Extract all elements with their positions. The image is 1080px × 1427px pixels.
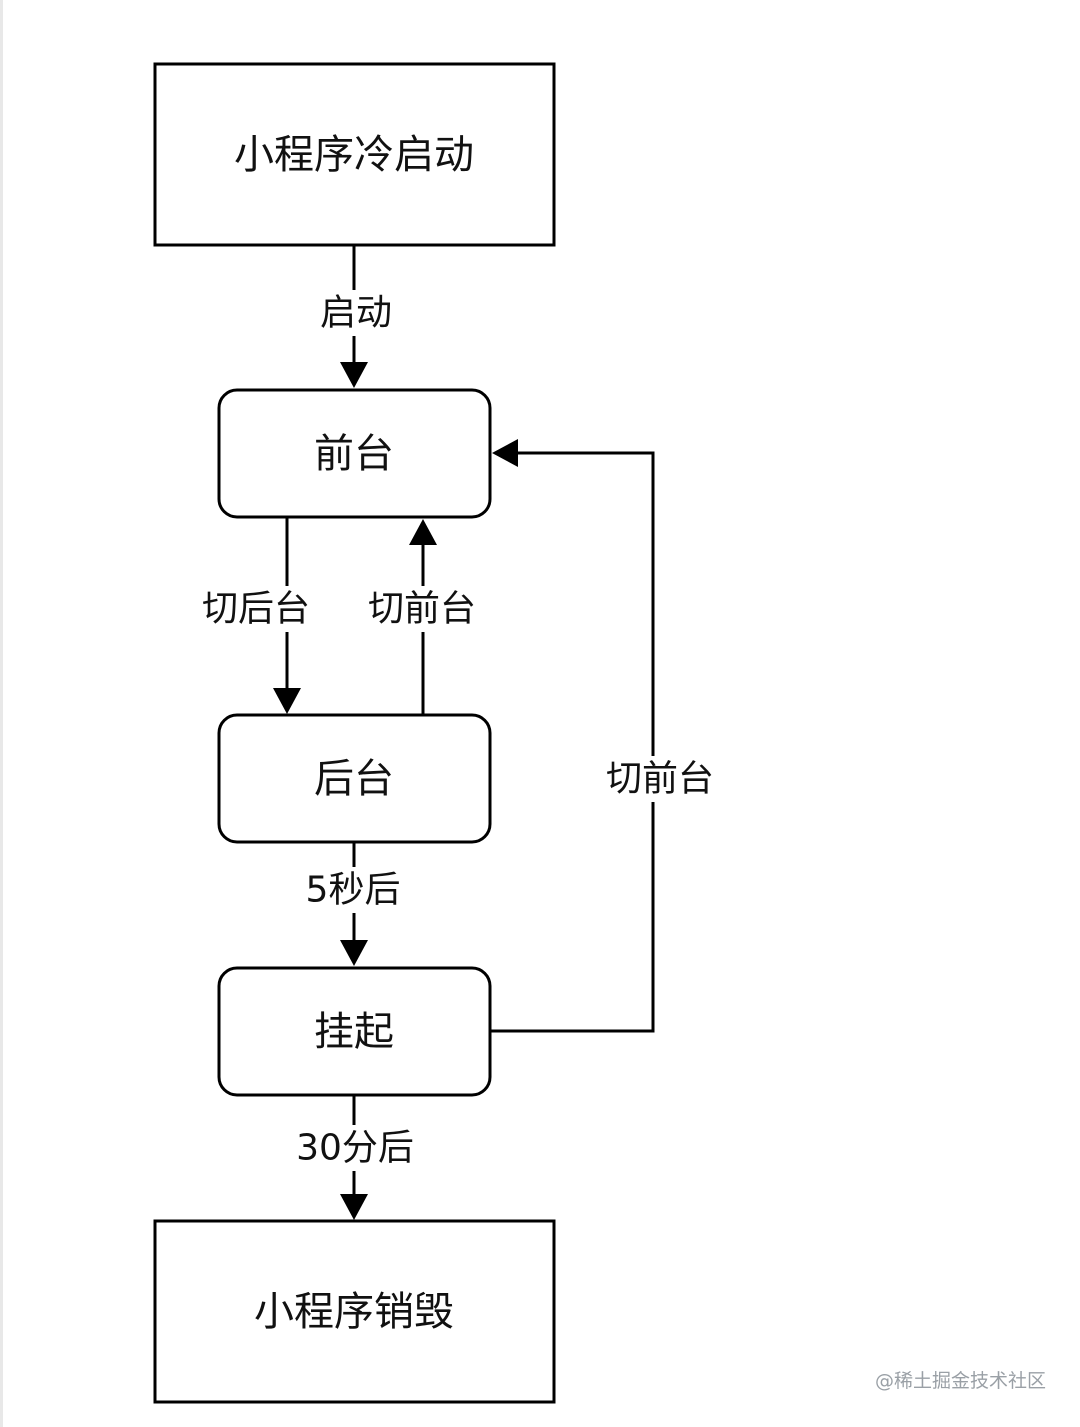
edge-label-after-5s-text: 5秒后 bbox=[306, 870, 401, 911]
node-suspended: 挂起 bbox=[217, 966, 492, 1097]
edge-label-to-foreground-bg-text: 切前台 bbox=[368, 589, 476, 630]
edge-label-to-background-text: 切后台 bbox=[202, 589, 310, 630]
node-suspended-label: 挂起 bbox=[314, 1009, 394, 1055]
node-foreground: 前台 bbox=[217, 388, 492, 519]
edge-label-to-foreground-suspended-text: 切前台 bbox=[606, 759, 714, 800]
node-foreground-label: 前台 bbox=[314, 431, 394, 477]
node-destroy: 小程序销毁 bbox=[153, 1219, 556, 1404]
edge-to-foreground-from-suspended bbox=[490, 439, 655, 1033]
edge-label-to-foreground-bg: 切前台 bbox=[359, 586, 485, 632]
edge-label-after-30min-text: 30分后 bbox=[296, 1128, 414, 1169]
edge-label-to-foreground-suspended: 切前台 bbox=[598, 756, 722, 802]
node-cold-start-label: 小程序冷启动 bbox=[234, 132, 474, 178]
edge-label-to-background: 切后台 bbox=[195, 586, 317, 632]
edge-label-start: 启动 bbox=[312, 290, 396, 336]
watermark: @稀土掘金技术社区 bbox=[874, 1370, 1046, 1392]
page-left-border bbox=[0, 0, 3, 1427]
edge-label-after-5s: 5秒后 bbox=[296, 867, 410, 913]
node-background-label: 后台 bbox=[314, 756, 394, 802]
node-destroy-label: 小程序销毁 bbox=[254, 1289, 454, 1335]
node-background: 后台 bbox=[217, 713, 492, 844]
edge-label-after-30min: 30分后 bbox=[289, 1125, 421, 1171]
node-cold-start: 小程序冷启动 bbox=[153, 62, 556, 247]
edge-label-start-text: 启动 bbox=[320, 293, 392, 334]
